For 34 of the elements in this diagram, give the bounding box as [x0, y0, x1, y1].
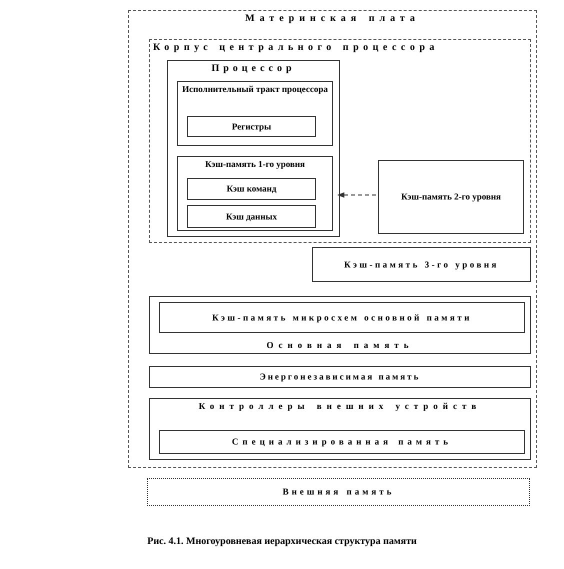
container-frame [149, 296, 531, 354]
figure-caption: Рис. 4.1. Многоуровневая иерархическая структура памяти [146, 536, 418, 547]
component-box [159, 302, 525, 333]
box-label: Кэш команд [226, 184, 278, 194]
group-title: Контроллеры внешних устройств [198, 401, 482, 412]
box-label: Регистры [230, 121, 272, 132]
container-frame [149, 398, 531, 460]
box-label: Внешняя память [282, 486, 396, 498]
box-label: Кэш-память 2-го уровня [400, 192, 502, 202]
component-box [378, 160, 524, 234]
group-title: Кэш-память 1-го уровня [204, 159, 306, 170]
component-box [147, 478, 530, 506]
component-box [187, 116, 316, 137]
box-label: Энергонезависимая память [258, 372, 422, 382]
container-frame [128, 10, 537, 468]
box-label: Кэш данных [224, 211, 278, 222]
group-title: Процессор [210, 63, 297, 74]
group-title: Материнская плата [244, 13, 421, 24]
dashed-arrow [337, 192, 376, 198]
component-box [159, 430, 525, 454]
box-label: Специализированная память [230, 436, 454, 448]
container-frame [177, 81, 333, 146]
component-box [187, 205, 316, 228]
box-label: Кэш-память 3-го уровня [343, 259, 500, 270]
container-frame [177, 156, 333, 231]
group-title: Исполнительный тракт процессора [181, 84, 329, 95]
component-box [149, 366, 531, 388]
component-box [187, 178, 316, 200]
group-title: Основная память [266, 340, 414, 351]
box-label: Кэш-память микросхем основной памяти [211, 312, 473, 323]
group-title: Корпус центрального процессора [153, 42, 440, 53]
container-frame [149, 39, 531, 243]
component-box [312, 247, 531, 282]
container-frame [167, 60, 340, 237]
